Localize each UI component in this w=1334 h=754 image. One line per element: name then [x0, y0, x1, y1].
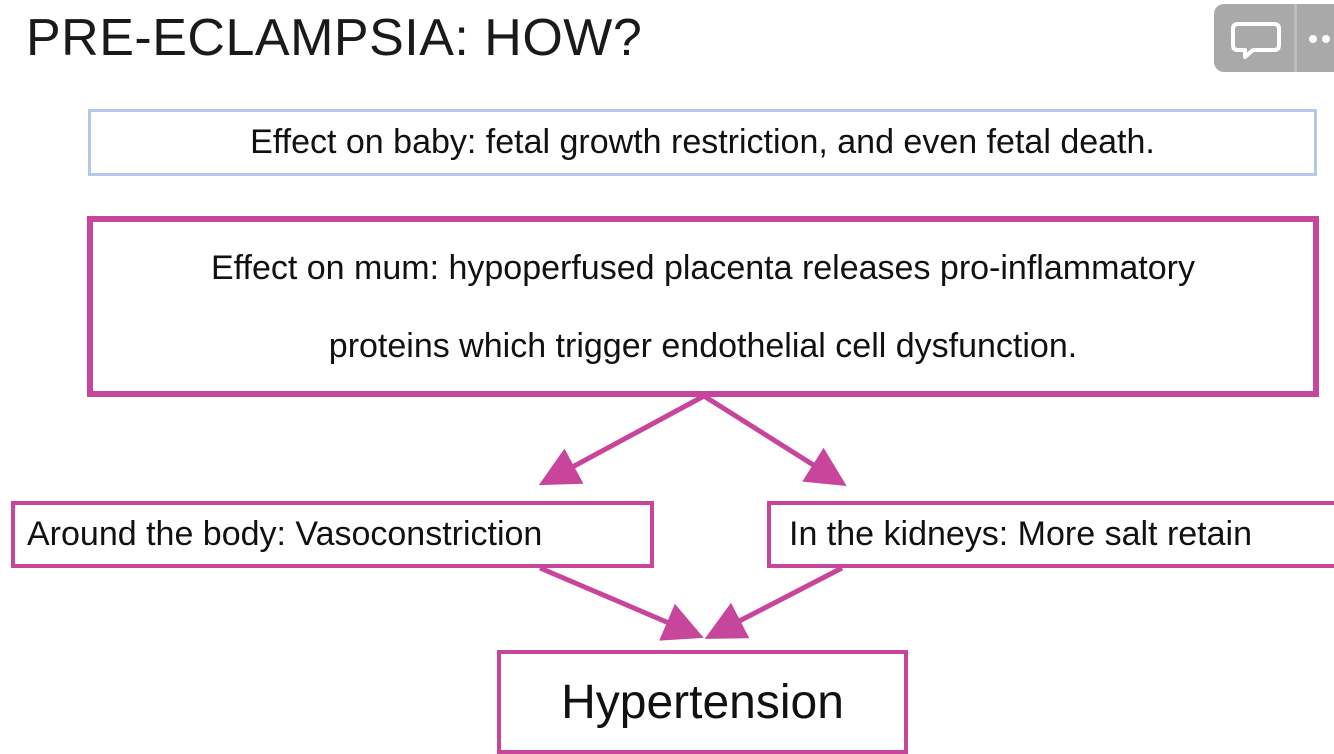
arrow-body-to-hypertension	[539, 565, 704, 641]
more-options-button[interactable]	[1304, 16, 1334, 62]
slide-title: PRE-ECLAMPSIA: HOW?	[26, 9, 643, 67]
arrow-mum-to-kidneys	[702, 393, 847, 487]
kidneys-box: In the kidneys: More salt retain	[767, 501, 1334, 568]
around-body-box: Around the body: Vasoconstriction	[11, 501, 654, 568]
hypertension-box: Hypertension	[497, 650, 908, 754]
controls-divider	[1294, 4, 1297, 72]
effect-on-mum-line-1: Effect on mum: hypoperfused placenta rel…	[211, 248, 1195, 287]
more-dots-icon	[1309, 35, 1330, 43]
arrow-kidneys-to-hypertension	[704, 565, 844, 639]
effect-on-baby-box: Effect on baby: fetal growth restriction…	[88, 109, 1317, 176]
around-body-text: Around the body: Vasoconstriction	[27, 515, 543, 553]
arrow-mum-to-body	[538, 393, 706, 486]
hypertension-text: Hypertension	[561, 675, 844, 729]
kidneys-text: In the kidneys: More salt retain	[789, 515, 1253, 553]
comment-icon	[1231, 22, 1281, 59]
viewer-controls	[1214, 4, 1334, 72]
effect-on-mum-box: Effect on mum: hypoperfused placenta rel…	[87, 216, 1319, 397]
effect-on-baby-text: Effect on baby: fetal growth restriction…	[250, 123, 1155, 161]
effect-on-mum-line-2: proteins which trigger endothelial cell …	[328, 326, 1078, 365]
comment-button[interactable]	[1226, 16, 1286, 62]
